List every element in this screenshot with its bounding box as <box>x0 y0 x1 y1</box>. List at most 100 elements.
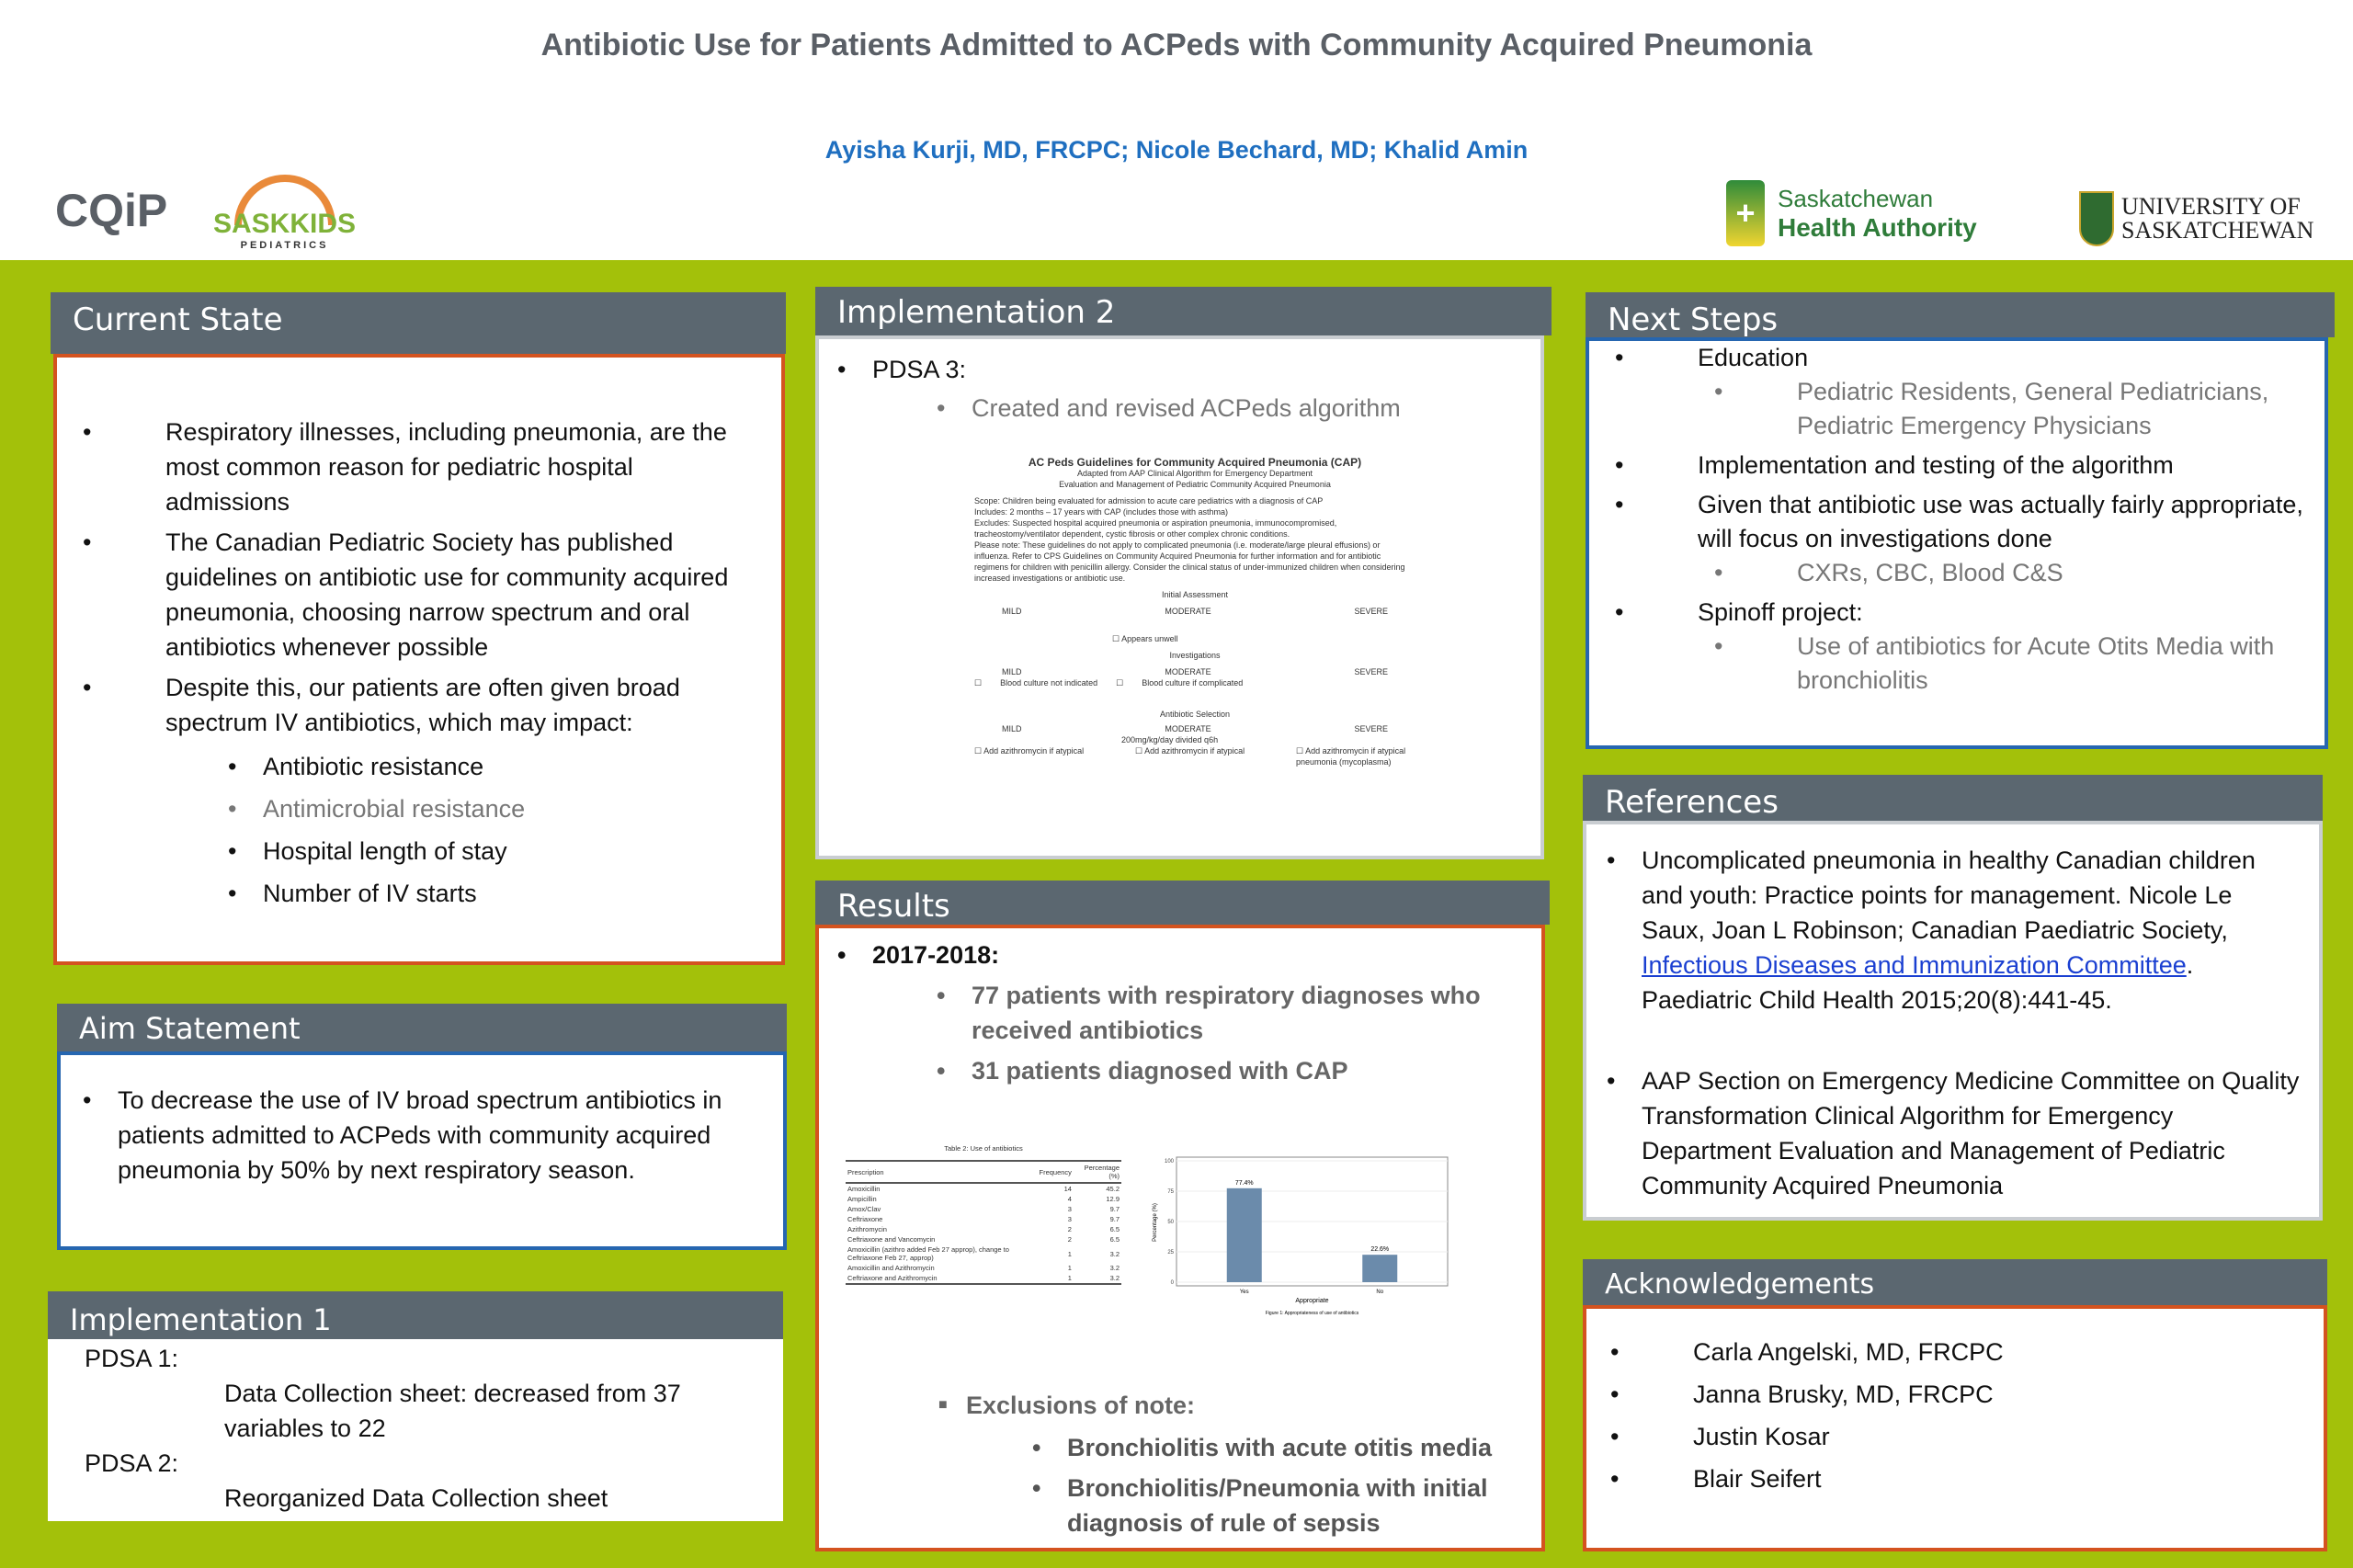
impl1-panel: PDSA 1: Data Collection sheet: decreased… <box>48 1339 783 1521</box>
committee-link[interactable]: Infectious Diseases and Immunization Com… <box>1642 951 2187 979</box>
list-item: Implementation and testing of the algori… <box>1615 449 2306 483</box>
references-panel: Uncomplicated pneumonia in healthy Canad… <box>1583 821 2323 1221</box>
table-cell: Amoxicillin (azithro added Feb 27 approp… <box>847 1245 1009 1262</box>
table-header: Prescription <box>846 1160 1038 1184</box>
y-tick-label: 75 <box>1167 1189 1174 1195</box>
list-item: CXRs, CBC, Blood C&S <box>1714 556 2306 590</box>
data-label: 77.4% <box>1235 1180 1254 1187</box>
list-item: Carla Angelski, MD, FRCPC <box>1610 1331 2305 1373</box>
list-item: PDSA 2: <box>85 1449 179 1477</box>
y-tick-label: 25 <box>1167 1250 1174 1256</box>
list-item: Data Collection sheet: decreased from 37… <box>224 1380 681 1442</box>
list-item: Janna Brusky, MD, FRCPC <box>1610 1373 2305 1415</box>
table-cell: 1 <box>1067 1274 1072 1282</box>
table-row: Ceftriaxone 3 9.7 <box>846 1214 1121 1224</box>
table-cell: Ampicillin <box>847 1195 877 1203</box>
table-cell: 6.5 <box>1109 1235 1120 1244</box>
table-cell: Ceftriaxone and Azithromycin <box>847 1274 938 1282</box>
table-cell: 2 <box>1067 1235 1072 1244</box>
bar <box>1362 1255 1398 1282</box>
data-label: 22.6% <box>1370 1246 1389 1253</box>
bar <box>1226 1187 1262 1282</box>
list-item: AAP Section on Emergency Medicine Commit… <box>1607 1063 2301 1203</box>
table-row: Amoxicillin and Azithromycin 1 3.2 <box>846 1263 1121 1273</box>
list-item: Created and revised ACPeds algorithm <box>937 391 1522 426</box>
table-cell: 3 <box>1067 1215 1072 1223</box>
table-cell: Azithromycin <box>847 1225 887 1233</box>
list-item: Reorganized Data Collection sheet <box>224 1484 608 1512</box>
aim-header: Aim Statement <box>57 1004 787 1051</box>
x-tick-label: Yes <box>1240 1290 1249 1295</box>
table-cell: 2 <box>1067 1225 1072 1233</box>
list-item: Despite this, our patients are often giv… <box>83 670 745 740</box>
list-item: Antibiotic resistance <box>228 745 745 788</box>
current-state-header: Current State <box>51 292 786 354</box>
list-item: Blair Seifert <box>1610 1458 2305 1500</box>
list-item: Given that antibiotic use was actually f… <box>1615 488 2306 556</box>
table-row: Ceftriaxone and Azithromycin 1 3.2 <box>846 1273 1121 1284</box>
list-item: Uncomplicated pneumonia in healthy Canad… <box>1607 843 2301 1017</box>
antibiotics-table: Table 2: Use of antibiotics Prescription… <box>846 1144 1121 1284</box>
references-header: References <box>1583 775 2323 821</box>
x-tick-label: No <box>1376 1290 1383 1295</box>
list-item: 77 patients with respiratory diagnoses w… <box>937 978 1523 1048</box>
list-item: To decrease the use of IV broad spectrum… <box>83 1083 756 1187</box>
impl2-panel: PDSA 3: Created and revised ACPeds algor… <box>815 335 1544 859</box>
table-cell: Amoxicillin <box>847 1185 881 1193</box>
saskkids-logo: SASKKIDS PEDIATRICS <box>213 175 356 251</box>
list-item: Pediatric Residents, General Pediatricia… <box>1714 375 2306 443</box>
impl1-header: Implementation 1 <box>48 1291 783 1339</box>
aim-panel: To decrease the use of IV broad spectrum… <box>57 1051 787 1250</box>
cross-icon: + <box>1726 180 1765 246</box>
table-cell: 45.2 <box>1106 1185 1120 1193</box>
table-header: Percentage (%) <box>1073 1160 1121 1184</box>
next-steps-panel: EducationPediatric Residents, General Pe… <box>1586 337 2328 749</box>
table-cell: Ceftriaxone and Vancomycin <box>847 1235 936 1244</box>
table-row: Amoxicillin (azithro added Feb 27 approp… <box>846 1244 1121 1263</box>
ack-panel: Carla Angelski, MD, FRCPC Janna Brusky, … <box>1583 1305 2327 1551</box>
list-item: Hospital length of stay <box>228 830 745 872</box>
table-header: Frequency <box>1037 1160 1074 1184</box>
table-cell: 9.7 <box>1109 1215 1120 1223</box>
poster-title: Antibiotic Use for Patients Admitted to … <box>540 28 1813 62</box>
list-item: 2017-2018: <box>837 937 1523 972</box>
chart-caption: Figure 1: Appropriateness of use of anti… <box>1266 1311 1359 1316</box>
list-item: Education <box>1615 341 2306 375</box>
table-cell: 3.2 <box>1109 1274 1120 1282</box>
list-item: The Canadian Pediatric Society has publi… <box>83 525 745 665</box>
table-cell: 3.2 <box>1109 1249 1120 1258</box>
current-state-panel: Respiratory illnesses, including pneumon… <box>53 354 785 965</box>
table-row: Azithromycin 2 6.5 <box>846 1224 1121 1234</box>
list-item: Bronchiolitis/Pneumonia with initial dia… <box>1032 1471 1523 1540</box>
table-cell: 3 <box>1067 1205 1072 1213</box>
ack-header: Acknowledgements <box>1583 1259 2327 1305</box>
appropriateness-chart: 025507510077.4%Yes22.6%NoAppropriatePerc… <box>1153 1156 1449 1316</box>
list-item: PDSA 3: <box>837 352 1522 387</box>
authors: Ayisha Kurji, MD, FRCPC; Nicole Bechard,… <box>824 136 1529 164</box>
table-cell: 3.2 <box>1109 1264 1120 1272</box>
table-row: Ceftriaxone and Vancomycin 2 6.5 <box>846 1234 1121 1244</box>
impl2-header: Implementation 2 <box>815 287 1552 335</box>
cqip-logo: CQiP <box>55 185 168 236</box>
list-item: Use of antibiotics for Acute Otits Media… <box>1714 630 2306 698</box>
table-cell: 6.5 <box>1109 1225 1120 1233</box>
table-cell: 1 <box>1067 1249 1072 1258</box>
table-cell: 12.9 <box>1106 1195 1120 1203</box>
list-item: PDSA 1: <box>85 1345 179 1372</box>
list-item: 31 patients diagnosed with CAP <box>937 1053 1523 1088</box>
algorithm-image: AC Peds Guidelines for Community Acquire… <box>974 456 1406 767</box>
list-item: Spinoff project: <box>1615 596 2306 630</box>
table-cell: Amoxicillin and Azithromycin <box>847 1264 935 1272</box>
x-axis-label: Appropriate <box>1295 1298 1328 1304</box>
table-cell: Ceftriaxone <box>847 1215 883 1223</box>
list-item: Respiratory illnesses, including pneumon… <box>83 415 745 519</box>
y-tick-label: 50 <box>1167 1220 1174 1225</box>
table-cell: 1 <box>1067 1264 1072 1272</box>
y-axis-label: Percentage (%) <box>1153 1203 1158 1242</box>
crest-icon <box>2079 191 2114 246</box>
next-steps-header: Next Steps <box>1586 292 2335 338</box>
